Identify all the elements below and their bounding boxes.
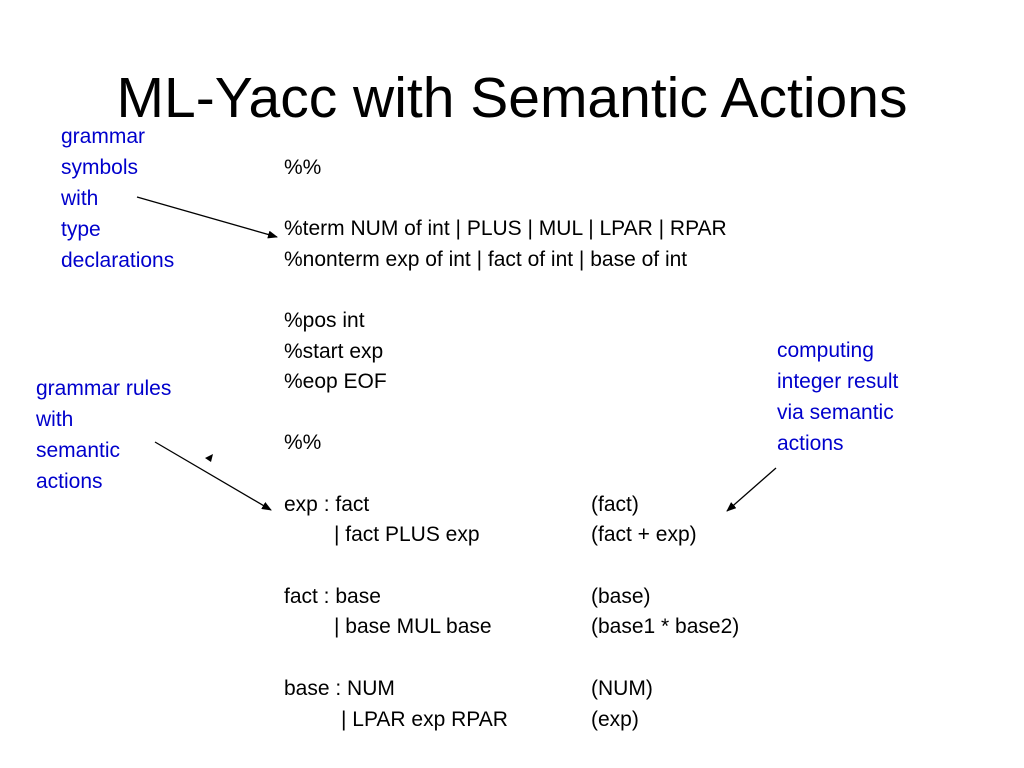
annotation-line: integer result xyxy=(777,370,899,393)
annotation-line: with xyxy=(61,187,99,210)
rule-action: (fact + exp) xyxy=(591,523,697,546)
term-declaration: %term NUM of int | PLUS | MUL | LPAR | R… xyxy=(284,217,727,240)
rule-production: fact : base xyxy=(284,585,381,608)
annotation-line: type xyxy=(61,218,101,241)
annotation-line: grammar rules xyxy=(36,377,172,400)
nonterm-declaration: %nonterm exp of int | fact of int | base… xyxy=(284,248,688,271)
rule-production: | base MUL base xyxy=(334,615,492,638)
section-separator-bottom: %% xyxy=(284,431,322,454)
start-declaration: %start exp xyxy=(284,340,384,363)
rule-production: base : NUM xyxy=(284,677,395,700)
annotation-line: with xyxy=(36,408,74,431)
annotation-line: actions xyxy=(36,470,103,493)
annotation-line: actions xyxy=(777,432,844,455)
rule-production: | LPAR exp RPAR xyxy=(341,708,508,731)
rule-action: (base) xyxy=(591,585,651,608)
result-annotation: computing integer result via semantic ac… xyxy=(777,335,898,459)
section-separator-top: %% xyxy=(284,156,322,179)
rules-annotation: grammar rules with semantic actions xyxy=(36,373,171,497)
pos-declaration: %pos int xyxy=(284,309,365,332)
annotation-line: grammar xyxy=(61,125,146,148)
rule-action: (exp) xyxy=(591,708,639,731)
slide-title: ML-Yacc with Semantic Actions xyxy=(116,66,908,130)
annotation-line: computing xyxy=(777,339,874,362)
rule-action: (NUM) xyxy=(591,677,653,700)
rule-production: exp : fact xyxy=(284,493,370,516)
eop-declaration: %eop EOF xyxy=(284,370,387,393)
rule-production: | fact PLUS exp xyxy=(334,523,480,546)
rule-action: (base1 * base2) xyxy=(591,615,740,638)
small-arrowhead-icon xyxy=(205,454,213,462)
symbols-annotation: grammar symbols with type declarations xyxy=(61,121,174,276)
arrow-to-actions-icon xyxy=(726,467,777,512)
annotation-line: via semantic xyxy=(777,401,894,424)
annotation-line: semantic xyxy=(36,439,121,462)
annotation-line: symbols xyxy=(61,156,139,179)
arrow-to-rules-icon xyxy=(154,441,272,511)
rule-action: (fact) xyxy=(591,493,639,516)
annotation-line: declarations xyxy=(61,249,175,272)
